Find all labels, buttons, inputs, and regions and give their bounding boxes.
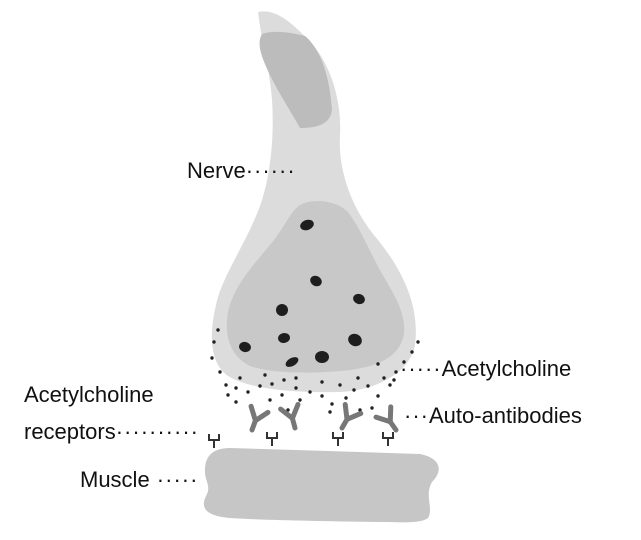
acetylcholine-dot [282,378,286,382]
acetylcholine-dot [394,370,398,374]
acetylcholine-label: Acetylcholine [441,356,572,381]
vesicle-group [239,219,365,367]
acetylcholine-dot [416,340,420,344]
muscle-shape [203,448,439,523]
acetylcholine-dot [270,382,274,386]
acetylcholine-dot [280,393,284,397]
vesicle [285,357,299,367]
acetylcholine-dot [294,376,298,380]
antibody [373,404,399,433]
receptor [266,432,278,446]
acetylcholine-dot [320,394,324,398]
leader-dots: ··· [404,403,429,428]
acetylcholine-dot [358,408,362,412]
acetylcholine-dot [382,376,386,380]
nerve-tip [259,31,332,129]
leader-dots: ······ [245,158,296,183]
acetylcholine-dot [294,386,298,390]
receptors-label-line1: Acetylcholine [24,382,154,407]
nerve-label: Nerve [187,158,246,183]
acetylcholine-dot [344,396,348,400]
vesicle [276,304,288,316]
receptor [332,432,344,446]
receptor-group [208,432,394,448]
acetylcholine-dot [328,410,332,414]
antibody-group [248,401,399,433]
leader-dots: ····· [149,467,199,492]
acetylcholine-dot [308,390,312,394]
nerve-label-row: Nerve······ [187,158,296,184]
acetylcholine-dot [410,350,414,354]
acetylcholine-dot [376,394,380,398]
acetylcholine-dot [338,383,342,387]
acetylcholine-dot [366,384,370,388]
vesicle [278,332,290,344]
acetylcholine-dot [352,388,356,392]
auto-antibodies-label: Auto-antibodies [428,403,582,428]
acetylcholine-dot [268,398,272,402]
acetylcholine-dot [246,390,250,394]
acetylcholine-dot [330,402,334,406]
receptors-label-line2: receptors [24,419,116,444]
acetylcholine-molecules [210,328,420,414]
acetylcholine-dot [210,356,214,360]
vesicle [353,293,365,305]
acetylcholine-dot [376,362,380,366]
acetylcholine-dot [234,386,238,390]
muscle-label-row: Muscle ····· [80,467,198,493]
acetylcholine-dot [298,398,302,402]
receptor [208,434,220,448]
receptors-label-row: receptors·········· [24,419,199,445]
acetylcholine-dot [218,370,222,374]
vesicle [348,333,362,347]
acetylcholine-dot [402,360,406,364]
acetylcholine-dot [263,373,267,377]
acetylcholine-label-row: ·····Acetylcholine [400,356,571,382]
antibody [248,403,271,433]
vesicle [239,341,251,353]
acetylcholine-dot [356,376,360,380]
vesicle [300,219,314,231]
acetylcholine-dot [212,340,216,344]
vesicle [310,275,322,287]
acetylcholine-dot [226,393,230,397]
acetylcholine-dot [320,380,324,384]
vesicle [315,351,329,363]
acetylcholine-dot [392,378,396,382]
antibody [278,401,301,431]
acetylcholine-dot [370,406,374,410]
acetylcholine-dot [286,408,290,412]
muscle-label: Muscle [80,467,150,492]
receptor [382,432,394,446]
nerve-terminal [226,200,405,373]
acetylcholine-dot [258,384,262,388]
leader-dots: ·········· [115,419,199,444]
acetylcholine-dot [388,383,392,387]
acetylcholine-dot [224,383,228,387]
leader-dots: ····· [400,356,442,381]
antibody [339,401,364,431]
auto-antibodies-label-row: ···Auto-antibodies [404,403,582,429]
acetylcholine-dot [234,400,238,404]
acetylcholine-dot [216,328,220,332]
acetylcholine-dot [238,376,242,380]
